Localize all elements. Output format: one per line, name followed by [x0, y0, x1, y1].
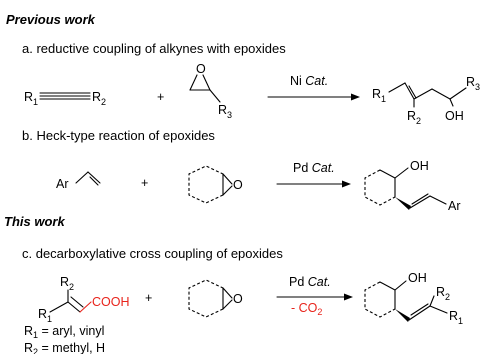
subscript: 1	[33, 97, 38, 107]
subscript: 2	[317, 307, 322, 317]
subscript: 2	[101, 97, 106, 107]
cyclic-epoxide-reactant-b: O	[188, 165, 243, 204]
r2-definition: R2 = methyl, H	[24, 341, 105, 354]
carboxyl-label: COOH	[92, 295, 130, 309]
catalyst-cat: Cat.	[305, 74, 328, 88]
r-label: R	[38, 307, 47, 321]
section-b-title: b. Heck-type reaction of epoxides	[22, 128, 215, 143]
r-label: R	[92, 90, 101, 104]
arrow-a: Ni Cat.	[267, 74, 360, 101]
aryl-label: Ar	[56, 177, 69, 191]
catalyst-metal: Ni	[290, 74, 305, 88]
subscript: 3	[227, 110, 232, 120]
subscript: 2	[69, 282, 74, 292]
subscript: 1	[458, 316, 463, 326]
svg-text:Ni Cat.: Ni Cat.	[290, 74, 328, 88]
r2-definition-text: = methyl, H	[38, 341, 105, 354]
r-label: R	[60, 275, 69, 289]
arrow-b: Pd Cat.	[276, 161, 351, 188]
oxygen-label: O	[233, 178, 243, 192]
catalyst-cat: Cat.	[312, 161, 335, 175]
section-a-title: a. reductive coupling of alkynes with ep…	[22, 41, 286, 56]
arrow-c: Pd Cat. - CO2	[276, 275, 353, 317]
catalyst-metal: Pd	[289, 275, 308, 289]
r1-definition-text: = aryl, vinyl	[38, 324, 104, 338]
catalyst-metal: Pd	[293, 161, 312, 175]
catalyst-cat: Cat.	[308, 275, 331, 289]
r-label: R	[218, 103, 227, 117]
subscript: 2	[33, 347, 38, 354]
subscript: 1	[381, 94, 386, 104]
product-b: OH Ar	[364, 159, 461, 213]
aryl-label: Ar	[448, 199, 461, 213]
subscript: 2	[416, 116, 421, 126]
heading-this-work: This work	[4, 214, 65, 229]
subscript: 2	[445, 292, 450, 302]
hydroxyl-label: OH	[410, 159, 429, 173]
oxygen-label: O	[196, 62, 206, 76]
hydroxyl-label: OH	[408, 271, 427, 285]
r-label: R	[24, 90, 33, 104]
svg-text:- CO2: - CO2	[291, 301, 322, 317]
section-c-title: c. decarboxylative cross coupling of epo…	[22, 246, 283, 261]
oxygen-label: O	[233, 292, 243, 306]
plus-sign: +	[157, 90, 164, 104]
r-label: R	[449, 309, 458, 323]
r-label: R	[436, 285, 445, 299]
subscript: 1	[47, 314, 52, 324]
decarboxylation-label: - CO	[291, 301, 318, 315]
r-label: R	[24, 324, 33, 338]
svg-text:Pd Cat.: Pd Cat.	[293, 161, 335, 175]
subscript: 3	[475, 82, 480, 92]
styrene-reactant: Ar	[56, 171, 101, 191]
plus-sign: +	[145, 291, 152, 305]
acid-reactant: R 2 R 1 COOH	[38, 275, 130, 324]
plus-sign: +	[141, 176, 148, 190]
hydroxyl-label: OH	[445, 109, 464, 123]
product-c: OH R 2 R 1	[364, 271, 463, 326]
alkyne-reactant: R 1 R 2	[24, 90, 106, 107]
subscript: 1	[33, 330, 38, 340]
r-label: R	[24, 341, 33, 354]
epoxide-reactant: O R 3	[189, 62, 232, 120]
r-label: R	[466, 75, 475, 89]
cyclic-epoxide-reactant-c: O	[188, 279, 243, 318]
svg-text:Pd Cat.: Pd Cat.	[289, 275, 331, 289]
r-label: R	[372, 87, 381, 101]
product-a: R 1 R 2 OH R 3	[372, 75, 480, 126]
r-label: R	[407, 109, 416, 123]
r1-definition: R1 = aryl, vinyl	[24, 324, 104, 340]
heading-previous-work: Previous work	[6, 12, 96, 27]
